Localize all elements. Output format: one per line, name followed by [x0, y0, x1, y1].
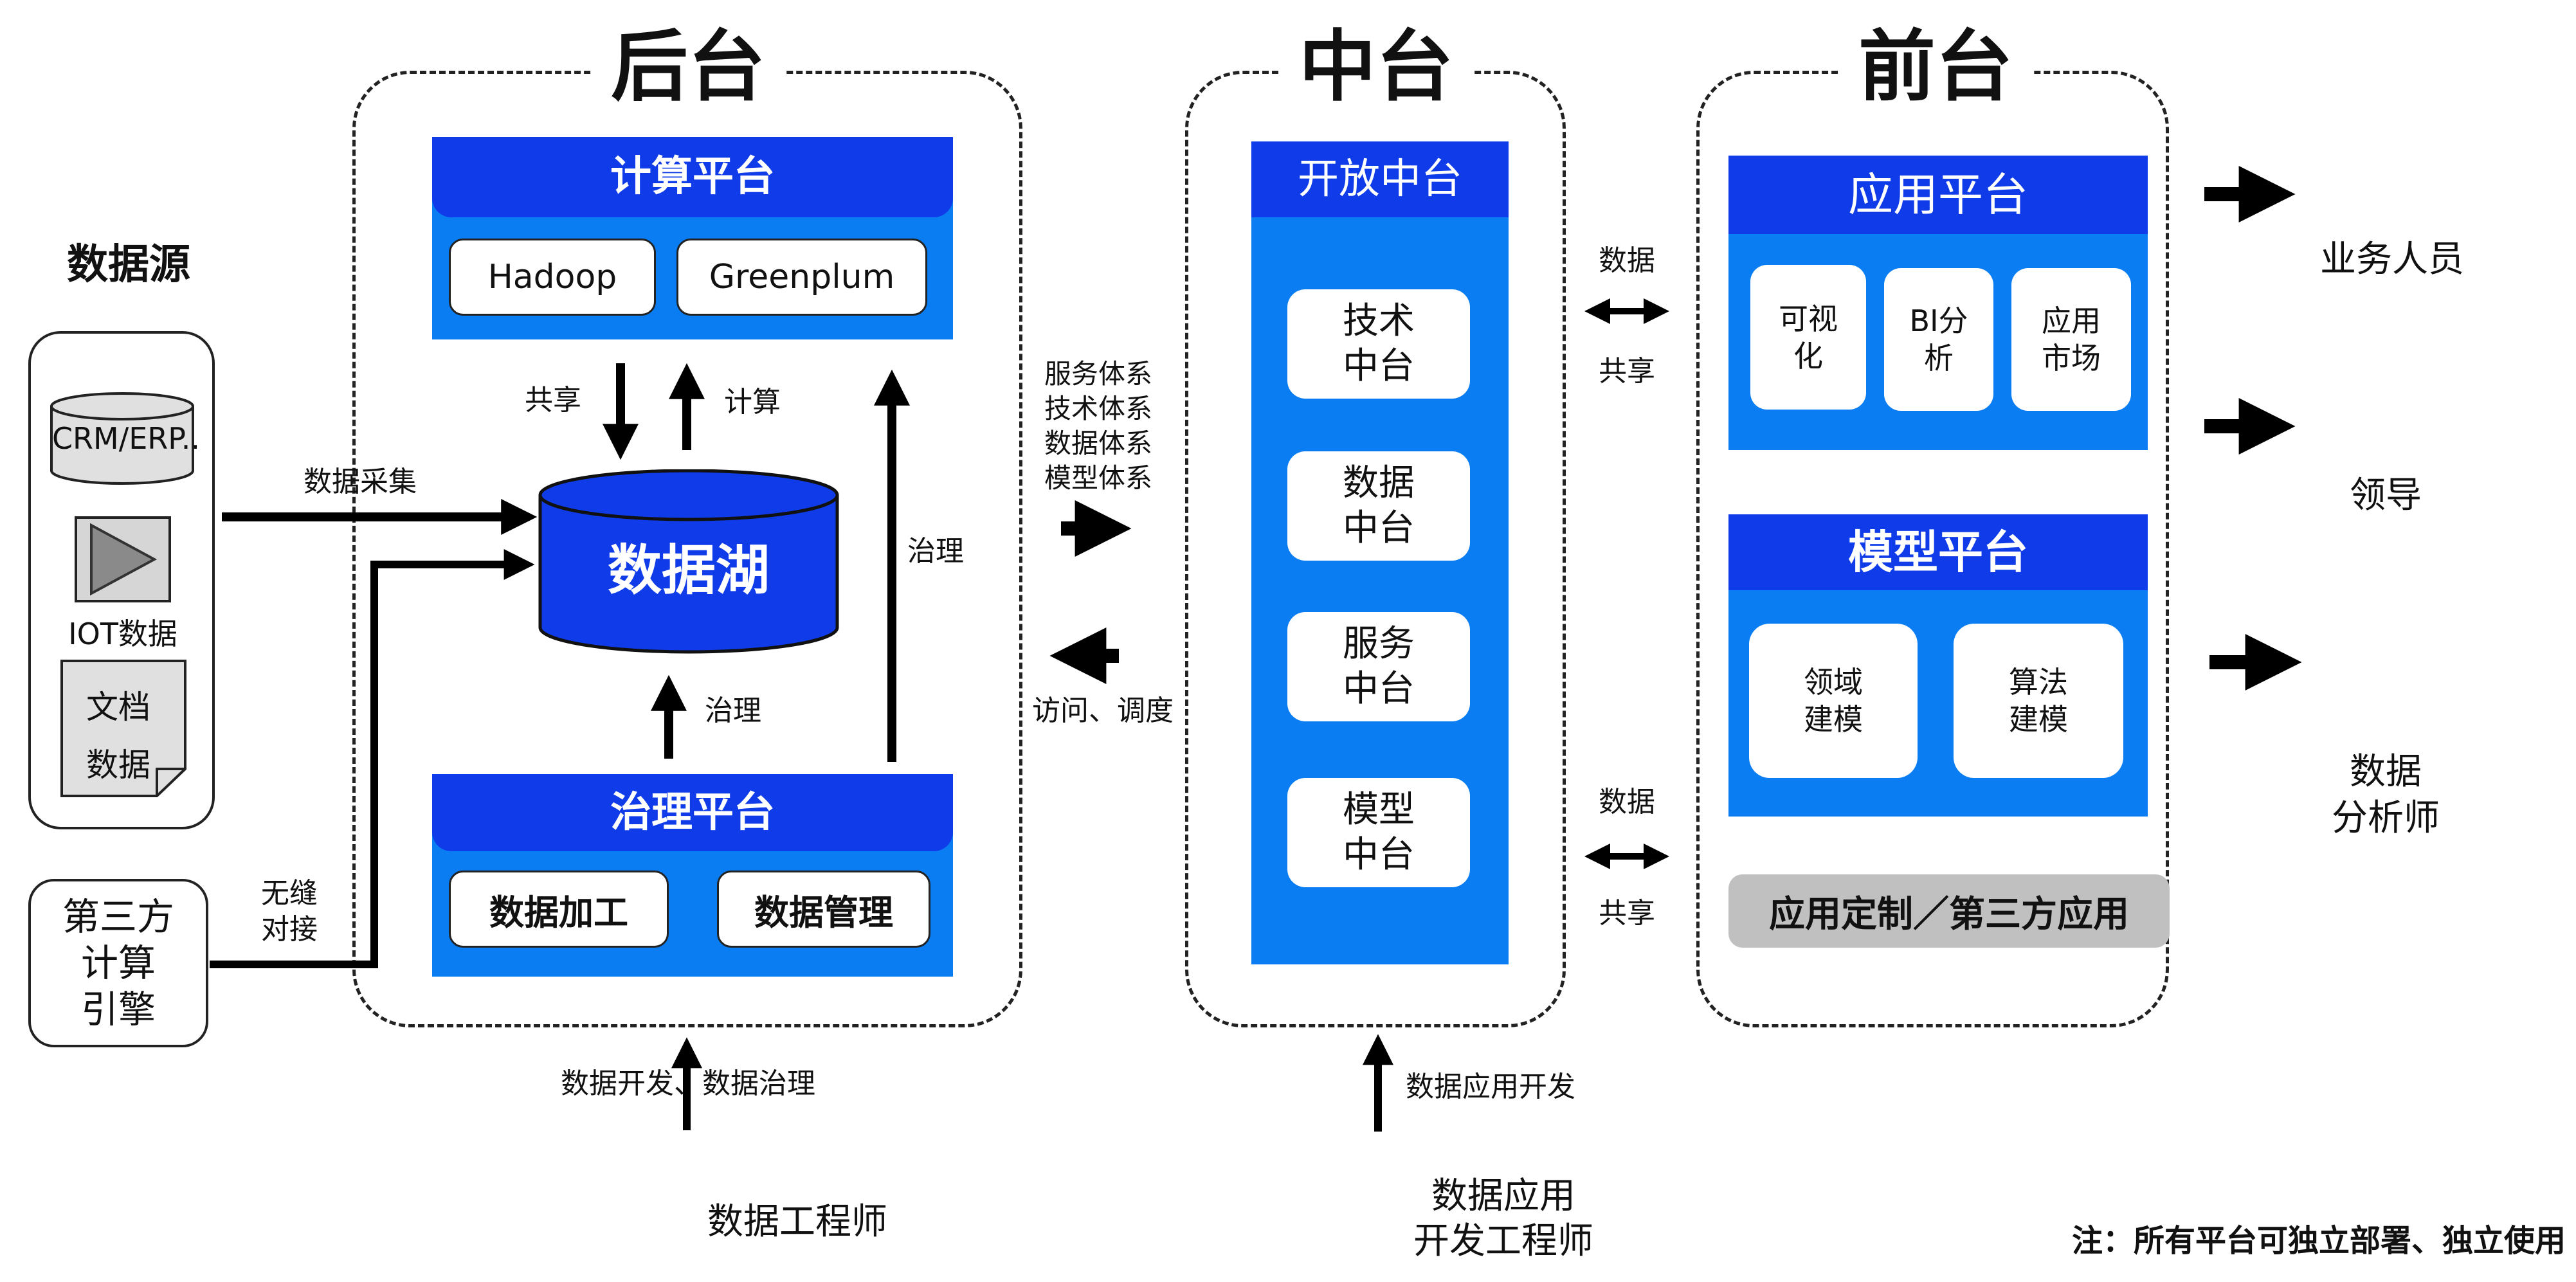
- model-platform: 模型平台 领域 建模 算法 建模: [1728, 514, 2148, 817]
- third-party-engine-label: 第三方 计算 引擎: [62, 895, 174, 1031]
- data-middle-box: 数据 中台: [1287, 451, 1470, 561]
- user-leader: 领导: [2350, 474, 2422, 516]
- custom-third-party-app: 应用定制／第三方应用: [1728, 874, 2170, 948]
- data-processing-box: 数据加工: [449, 871, 669, 948]
- crm-label: CRM/ERP..: [51, 421, 201, 456]
- domain-modeling-box: 领域 建模: [1749, 624, 1918, 778]
- datasource-group: [28, 331, 215, 829]
- document-label: 文档 数据: [86, 689, 150, 784]
- seamless-label: 无缝 对接: [261, 877, 318, 946]
- compute-platform-title: 计算平台: [432, 137, 953, 217]
- user-data-analyst: 数据 分析师: [2332, 751, 2440, 839]
- footnote: 注：所有平台可独立部署、独立使用: [2071, 1223, 2566, 1259]
- govern-right-label: 治理: [907, 535, 964, 568]
- top-data-label: 数据: [1599, 244, 1655, 277]
- share-label: 共享: [525, 384, 581, 417]
- bottom-share-label: 共享: [1599, 897, 1655, 930]
- data-lake-cylinder: [538, 469, 839, 654]
- bottom-data-label: 数据: [1599, 786, 1655, 818]
- visualization-box: 可视 化: [1750, 265, 1866, 410]
- third-party-engine: 第三方 计算 引擎: [28, 879, 208, 1047]
- data-management-box: 数据管理: [717, 871, 930, 948]
- iot-label: IOT数据: [68, 617, 177, 651]
- model-middle-box: 模型 中台: [1287, 778, 1470, 887]
- collect-label: 数据采集: [304, 465, 417, 498]
- app-platform: 应用平台 可视 化 BI分 析 应用 市场: [1728, 156, 2148, 450]
- governance-platform-title: 治理平台: [432, 774, 953, 851]
- model-platform-title: 模型平台: [1728, 514, 2148, 590]
- document-icon: [60, 660, 186, 797]
- app-market-box: 应用 市场: [2011, 268, 2131, 411]
- bi-analysis-box: BI分 析: [1884, 268, 1993, 411]
- open-platform: 开放中台 技术 中台 数据 中台 服务 中台 模型 中台: [1251, 141, 1509, 964]
- data-app-engineer-label: 数据应用 开发工程师: [1413, 1175, 1593, 1262]
- tech-middle-box: 技术 中台: [1287, 289, 1470, 399]
- open-platform-title: 开放中台: [1251, 141, 1509, 217]
- data-lake-label: 数据湖: [607, 539, 770, 602]
- compute-platform: 计算平台 Hadoop Greenplum: [432, 137, 953, 339]
- governance-platform: 治理平台 数据加工 数据管理: [432, 774, 953, 977]
- middle-title: 中台: [1280, 19, 1473, 116]
- compute-label: 计算: [724, 386, 781, 419]
- frontend-title: 前台: [1839, 19, 2032, 116]
- access-label: 访问、调度: [1032, 694, 1174, 727]
- data-app-dev-label: 数据应用开发: [1406, 1070, 1575, 1103]
- top-share-label: 共享: [1599, 355, 1655, 388]
- algorithm-modeling-box: 算法 建模: [1954, 624, 2123, 778]
- app-platform-title: 应用平台: [1728, 156, 2148, 234]
- crm-database-icon: [50, 392, 194, 485]
- datasource-title: 数据源: [67, 241, 190, 289]
- seamless-connector: [210, 549, 535, 968]
- systems-label: 服务体系 技术体系 数据体系 模型体系: [1044, 358, 1152, 494]
- service-middle-box: 服务 中台: [1287, 612, 1470, 721]
- govern-up-label: 治理: [705, 694, 761, 727]
- backend-title: 后台: [592, 19, 785, 116]
- iot-play-icon: [75, 516, 171, 602]
- user-business-staff: 业务人员: [2320, 239, 2464, 280]
- greenplum-box: Greenplum: [676, 239, 927, 316]
- hadoop-box: Hadoop: [449, 239, 656, 316]
- data-engineer-label: 数据工程师: [707, 1201, 887, 1243]
